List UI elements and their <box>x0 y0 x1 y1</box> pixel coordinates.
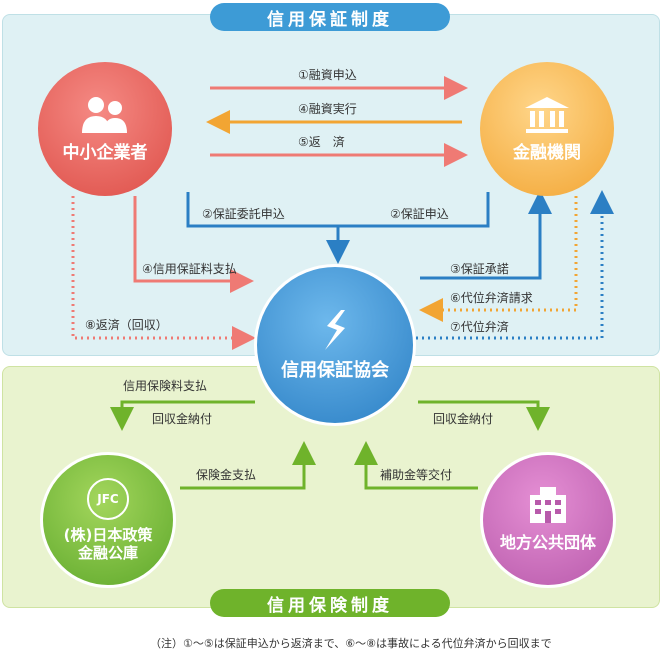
insurance-system-title: 信用保険制度 <box>210 589 450 617</box>
arrow-recovery-repayment <box>71 196 256 350</box>
label-subsidy: 補助金等交付 <box>380 468 453 482</box>
footnote: （注）①～⑤は保証申込から返済まで、⑥～⑧は事故による代位弁済から回収まで <box>150 637 552 650</box>
label-subrogation-payment: ⑦代位弁済 <box>450 320 509 334</box>
building-icon <box>530 487 566 524</box>
sme-label: 中小企業者 <box>62 142 148 163</box>
arrow-subrogation-payment <box>410 190 614 340</box>
label-repayment: ⑤返 済 <box>298 135 345 149</box>
bank-node: 金融機関 <box>480 62 614 196</box>
arrow-recovery-pay-local <box>418 400 550 431</box>
label-guarantee-application: ②保証申込 <box>390 207 449 221</box>
label-guarantee-fee: ④信用保証料支払 <box>142 262 237 276</box>
jfc-label-line1: (株)日本政策 <box>63 526 153 544</box>
local-government-label: 地方公共団体 <box>499 533 596 553</box>
jfc-node: JFC (株)日本政策 金融公庫 <box>40 452 176 588</box>
bank-label: 金融機関 <box>513 142 581 163</box>
label-guarantee-approval: ③保証承諾 <box>450 262 509 276</box>
jfc-logo-icon: JFC <box>87 478 129 520</box>
association-label: 信用保証協会 <box>281 360 389 382</box>
local-government-node: 地方公共団体 <box>480 452 616 588</box>
label-insurance-payout: 保険金支払 <box>196 468 257 482</box>
jfc-label-line2: 金融公庫 <box>77 544 138 562</box>
label-recovery-repayment: ⑧返済（回収） <box>85 318 168 332</box>
arrow-insurance-fee <box>110 400 255 431</box>
bank-icon <box>525 96 569 133</box>
arrow-subrogation-request <box>419 196 578 322</box>
label-loan-execution: ④融資実行 <box>298 102 357 116</box>
credit-guarantee-association-node: 信用保証協会 <box>254 264 416 426</box>
arrow-guarantee-fee <box>133 196 254 293</box>
arrow-guarantee-approval <box>420 190 552 280</box>
people-icon <box>82 96 127 133</box>
label-subrogation-request: ⑥代位弁済請求 <box>450 291 533 305</box>
label-recovery-pay-jfc: 回収金納付 <box>152 412 213 426</box>
arrow-insurance-payout <box>180 441 316 490</box>
sme-node: 中小企業者 <box>38 62 172 196</box>
arrow-subsidy <box>354 441 478 490</box>
label-insurance-fee: 信用保険料支払 <box>123 379 208 393</box>
label-loan-application: ①融資申込 <box>298 68 357 82</box>
association-logo-icon <box>325 310 345 351</box>
label-recovery-pay-local: 回収金納付 <box>433 412 494 426</box>
label-guarantee-consignment: ②保証委託申込 <box>202 207 285 221</box>
guarantee-system-title: 信用保証制度 <box>210 3 450 31</box>
